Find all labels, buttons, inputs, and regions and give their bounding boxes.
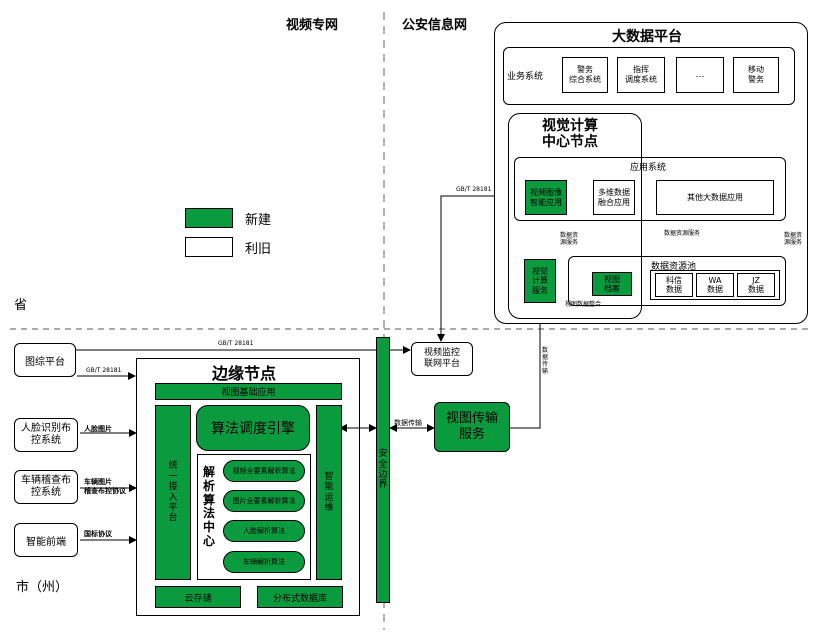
algorithm-scheduler[interactable]: 算法调度引擎: [196, 405, 310, 451]
video-image-app[interactable]: 视频图像 智能应用: [525, 180, 567, 215]
data-resource-pool: [568, 256, 786, 306]
security-border: 安全边界: [376, 337, 390, 603]
pool-items-frame: [650, 270, 780, 300]
police-net-header: 公安信息网: [402, 18, 468, 33]
algo-image-full[interactable]: 图片全要素解析算法: [223, 490, 305, 512]
business-label: 业务系统: [507, 72, 544, 82]
visual-compute-service[interactable]: 视觉 计算 服务: [524, 259, 556, 303]
smart-front-end[interactable]: 智能前端: [14, 523, 78, 557]
edge-node-title: 边缘节点: [212, 364, 277, 383]
legend-new-swatch: [185, 208, 233, 228]
pool-item-wa: WA 数据: [696, 273, 734, 297]
visual-center-title-1: 视觉计算: [542, 118, 598, 134]
business-item-command: 指挥 调度系统: [617, 57, 665, 93]
big-data-title: 大数据平台: [612, 29, 682, 45]
algo-video-full[interactable]: 视频全要素解析算法: [223, 460, 305, 482]
video-archive[interactable]: 视图 档案: [592, 272, 632, 296]
data-pool-label: 数据资源池: [651, 262, 697, 272]
video-network-platform[interactable]: 视频监控 联网平台: [411, 342, 473, 376]
face-pic-label: 人脸图片: [84, 425, 112, 433]
business-item-mobile: 移动 警务: [733, 57, 779, 93]
data-service-label-2: 数据资源服务: [664, 230, 701, 237]
other-bigdata-app[interactable]: 其他大数据应用: [656, 180, 774, 215]
distributed-db[interactable]: 分布式数据库: [257, 586, 343, 608]
data-transfer-label-1: 数据传输: [394, 419, 422, 427]
gbt-label-top: GB/T 28181: [456, 186, 492, 193]
algo-vehicle[interactable]: 车辆解析算法: [223, 551, 305, 573]
gbt-label-left: GB/T 28181: [86, 367, 122, 374]
view-data-fusion-label: 视图数据整合: [565, 301, 602, 308]
view-base-app[interactable]: 视图基础应用: [155, 383, 342, 400]
edge-node: [136, 358, 360, 616]
pool-item-kexin: 科信 数据: [655, 273, 693, 297]
vehicle-pic-label-1: 车辆图片: [84, 478, 112, 486]
business-item-more: …: [676, 57, 724, 93]
unified-access-platform[interactable]: 统一接入平台: [155, 405, 191, 580]
parse-center-label: 解析算法中心: [203, 465, 216, 548]
visual-center-title-2: 中心节点: [542, 134, 598, 150]
cloud-storage[interactable]: 云存储: [155, 586, 241, 608]
data-transfer-label-2: 数据 传输: [542, 347, 549, 375]
region-city: 市（州）: [16, 580, 69, 595]
legend-new-label: 新建: [245, 213, 272, 228]
smart-ops-label: 智能运维: [324, 471, 334, 513]
face-recognition-system[interactable]: 人脸识别布 控系统: [14, 418, 78, 452]
pool-item-jz: JZ 数据: [737, 273, 775, 297]
app-system-label: 应用系统: [630, 163, 667, 173]
map-platform[interactable]: 图综平台: [14, 343, 76, 377]
fusion-app[interactable]: 多维数据 融合应用: [593, 180, 635, 215]
data-service-label-3: 数据资 源服务: [784, 232, 803, 247]
video-net-header: 视频专网: [286, 18, 339, 33]
visual-compute-center: [508, 113, 642, 319]
region-province: 省: [14, 298, 28, 313]
gbt-label-mid: GB/T 28181: [218, 340, 254, 347]
video-transfer-service[interactable]: 视图传输 服务: [434, 402, 510, 452]
algo-face[interactable]: 人脸解析算法: [223, 520, 305, 542]
data-service-label-1: 数据资 源服务: [560, 232, 579, 247]
smart-ops[interactable]: 智能运维: [316, 405, 342, 580]
legend-reuse-swatch: [185, 237, 233, 257]
vehicle-inspection-system[interactable]: 车辆稽查布 控系统: [14, 470, 78, 504]
arrow-transfer-compute: [510, 303, 544, 429]
unified-access-label: 统一接入平台: [168, 461, 178, 524]
vehicle-pic-label-2: 稽查布控协议: [84, 487, 126, 495]
legend-reuse-label: 利旧: [245, 242, 272, 257]
security-border-label: 安全边界: [378, 449, 388, 491]
business-item-police: 警务 综合系统: [562, 57, 608, 93]
app-system: [514, 157, 786, 221]
national-protocol-label: 国标协议: [84, 530, 112, 538]
